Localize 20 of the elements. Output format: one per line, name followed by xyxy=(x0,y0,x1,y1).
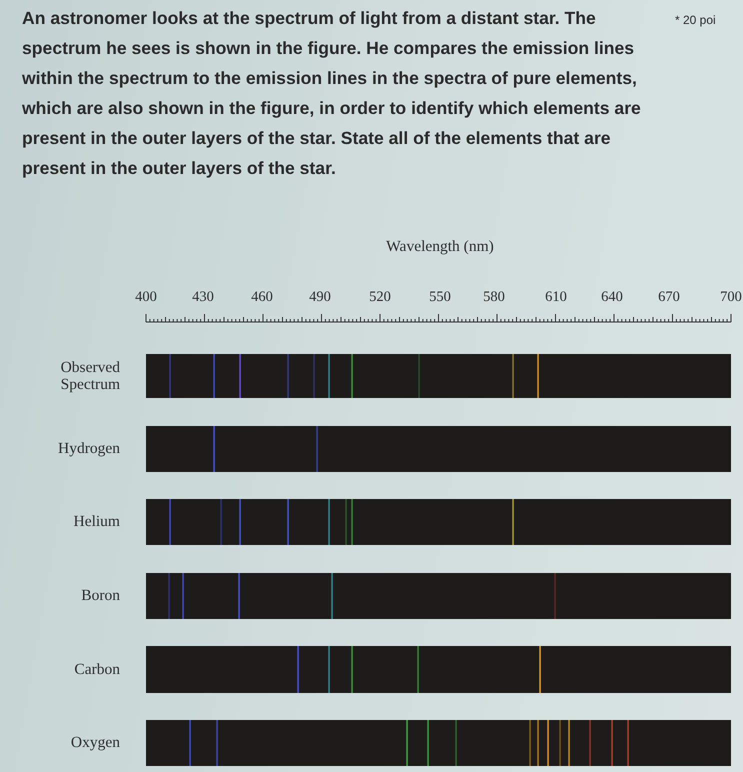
element-name: Observed Spectrum xyxy=(60,359,120,393)
tick-label: 430 xyxy=(191,289,215,306)
tick-label: 610 xyxy=(544,289,568,306)
tick-label: 700 xyxy=(719,289,743,306)
element-name: Boron xyxy=(80,587,120,604)
tick-label: 490 xyxy=(308,289,332,306)
element-name: Oxygen xyxy=(70,734,120,751)
tick-label: 670 xyxy=(657,289,681,306)
element-name: Hydrogen xyxy=(57,440,120,457)
tick-label: 460 xyxy=(250,289,274,306)
points-label: * 20 poi xyxy=(675,13,716,27)
tick-label: 520 xyxy=(368,289,392,306)
question-text: An astronomer looks at the spectrum of light from a distant star. The spectrum he sees is shown in the figure. He compares the emission lines within the spectrum to the emission lines in the spectra of pure elements, which are also shown in the figure, in order to identify which elements are present in the outer layers of the star. State all of the elements that are present in the outer layers of the star. xyxy=(22,7,642,180)
tick-label: 400 xyxy=(134,289,158,306)
tick-label: 550 xyxy=(428,289,452,306)
element-name: Helium xyxy=(72,513,120,530)
tick-label: 640 xyxy=(600,289,624,306)
element-name: Carbon xyxy=(73,660,120,678)
tick-label: 580 xyxy=(482,289,506,306)
axis-title: Wavelength (nm) xyxy=(385,238,495,256)
